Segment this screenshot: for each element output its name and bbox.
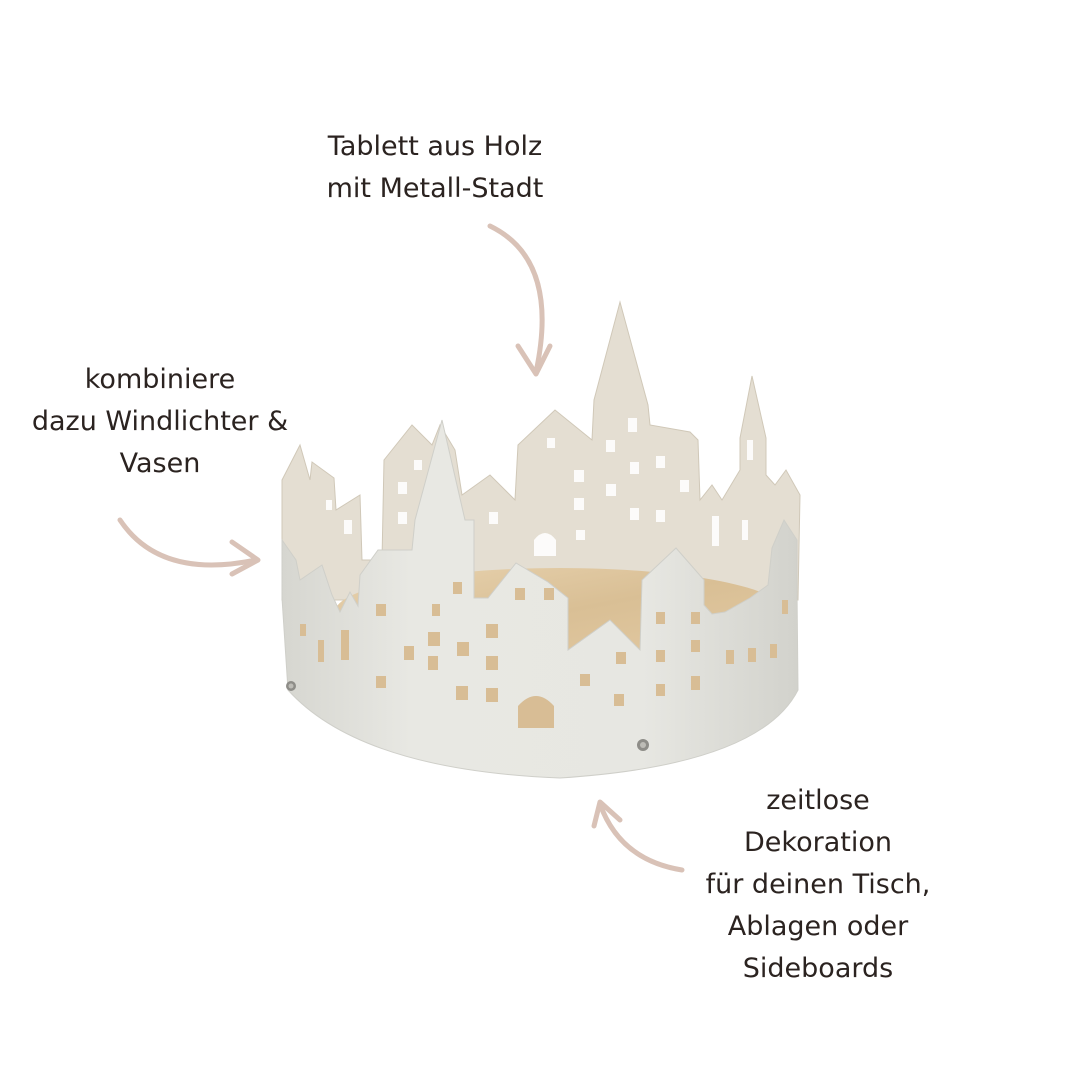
caption-combine-suggestion: kombiniere dazu Windlichter & Vasen [0,359,320,485]
curved-arrow-icon [591,799,685,873]
caption-line: Tablett aus Holz [327,131,543,162]
caption-tray-description: Tablett aus Holz mit Metall-Stadt [250,126,620,210]
caption-line: Dekoration [744,827,892,858]
curved-arrow-icon [117,517,261,577]
screw-icon [286,681,649,751]
caption-line: Sideboards [742,953,894,984]
caption-line: dazu Windlichter & [31,406,289,437]
caption-line: für deinen Tisch, [705,869,931,900]
caption-line: zeitlose [766,785,870,816]
caption-line: Ablagen oder [727,911,909,942]
curved-arrow-icon [487,223,553,377]
back-skyline [281,300,801,601]
caption-line: mit Metall-Stadt [326,173,544,204]
caption-line: Vasen [119,448,201,479]
caption-line: kombiniere [84,364,236,395]
front-metal-band [281,419,799,779]
caption-decoration-use: zeitlose Dekoration für deinen Tisch, Ab… [660,780,976,990]
